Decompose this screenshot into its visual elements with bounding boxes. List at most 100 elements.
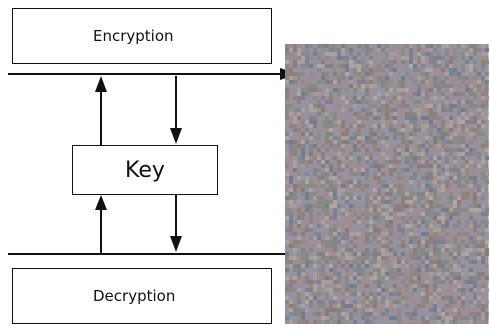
noise-pixel	[469, 164, 473, 168]
noise-pixel	[433, 60, 437, 64]
noise-pixel	[373, 272, 377, 276]
noise-pixel	[405, 292, 409, 296]
noise-pixel	[349, 276, 353, 280]
noise-pixel	[393, 296, 397, 300]
noise-pixel	[313, 300, 317, 304]
noise-pixel	[437, 300, 441, 304]
noise-pixel	[349, 152, 353, 156]
noise-pixel	[365, 124, 369, 128]
noise-pixel	[409, 104, 413, 108]
noise-pixel	[461, 272, 465, 276]
noise-pixel	[377, 220, 381, 224]
noise-pixel	[377, 152, 381, 156]
noise-pixel	[405, 188, 409, 192]
noise-pixel	[413, 244, 417, 248]
noise-pixel	[377, 208, 381, 212]
noise-pixel	[429, 272, 433, 276]
noise-pixel	[357, 72, 361, 76]
noise-pixel	[365, 156, 369, 160]
noise-pixel	[385, 220, 389, 224]
noise-pixel	[325, 188, 329, 192]
noise-pixel	[337, 80, 341, 84]
noise-pixel	[425, 252, 429, 256]
noise-pixel	[285, 268, 289, 272]
noise-pixel	[373, 96, 377, 100]
noise-pixel	[293, 268, 297, 272]
noise-pixel	[373, 80, 377, 84]
noise-pixel	[469, 212, 473, 216]
noise-pixel	[477, 320, 481, 324]
noise-pixel	[401, 60, 405, 64]
noise-pixel	[421, 268, 425, 272]
noise-pixel	[313, 116, 317, 120]
noise-pixel	[365, 84, 369, 88]
noise-pixel	[345, 116, 349, 120]
noise-pixel	[413, 292, 417, 296]
noise-pixel	[445, 212, 449, 216]
noise-pixel	[409, 264, 413, 268]
noise-pixel	[485, 64, 489, 68]
noise-pixel	[437, 256, 441, 260]
noise-pixel	[325, 136, 329, 140]
noise-pixel	[405, 280, 409, 284]
noise-pixel	[309, 308, 313, 312]
noise-pixel	[385, 176, 389, 180]
noise-pixel	[329, 296, 333, 300]
noise-pixel	[389, 196, 393, 200]
noise-pixel	[429, 252, 433, 256]
noise-pixel	[349, 244, 353, 248]
noise-pixel	[289, 212, 293, 216]
noise-pixel	[365, 232, 369, 236]
noise-pixel	[289, 252, 293, 256]
noise-pixel	[381, 144, 385, 148]
noise-pixel	[361, 52, 365, 56]
noise-pixel	[309, 228, 313, 232]
noise-pixel	[413, 120, 417, 124]
noise-pixel	[401, 308, 405, 312]
noise-pixel	[365, 52, 369, 56]
noise-pixel	[329, 272, 333, 276]
noise-pixel	[377, 276, 381, 280]
noise-pixel	[465, 312, 469, 316]
noise-pixel	[389, 136, 393, 140]
noise-pixel	[441, 192, 445, 196]
noise-pixel	[357, 244, 361, 248]
noise-pixel	[445, 76, 449, 80]
noise-pixel	[377, 188, 381, 192]
noise-pixel	[425, 136, 429, 140]
noise-pixel	[377, 224, 381, 228]
noise-pixel	[341, 308, 345, 312]
noise-pixel	[461, 268, 465, 272]
noise-pixel	[285, 240, 289, 244]
noise-pixel	[461, 236, 465, 240]
noise-pixel	[313, 232, 317, 236]
noise-pixel	[429, 80, 433, 84]
noise-pixel	[429, 312, 433, 316]
noise-pixel	[301, 252, 305, 256]
noise-pixel	[289, 52, 293, 56]
noise-pixel	[425, 140, 429, 144]
noise-pixel	[377, 192, 381, 196]
noise-pixel	[461, 264, 465, 268]
noise-pixel	[473, 92, 477, 96]
noise-pixel	[325, 216, 329, 220]
noise-pixel	[473, 248, 477, 252]
noise-pixel	[333, 92, 337, 96]
noise-pixel	[441, 296, 445, 300]
noise-pixel	[317, 196, 321, 200]
noise-pixel	[345, 304, 349, 308]
noise-pixel	[353, 180, 357, 184]
noise-pixel	[421, 272, 425, 276]
noise-pixel	[465, 248, 469, 252]
noise-pixel	[377, 180, 381, 184]
noise-pixel	[305, 164, 309, 168]
noise-pixel	[421, 236, 425, 240]
noise-pixel	[473, 120, 477, 124]
noise-pixel	[401, 64, 405, 68]
noise-pixel	[361, 92, 365, 96]
noise-pixel	[329, 204, 333, 208]
noise-pixel	[465, 44, 469, 48]
noise-pixel	[445, 100, 449, 104]
noise-pixel	[477, 220, 481, 224]
noise-pixel	[441, 80, 445, 84]
